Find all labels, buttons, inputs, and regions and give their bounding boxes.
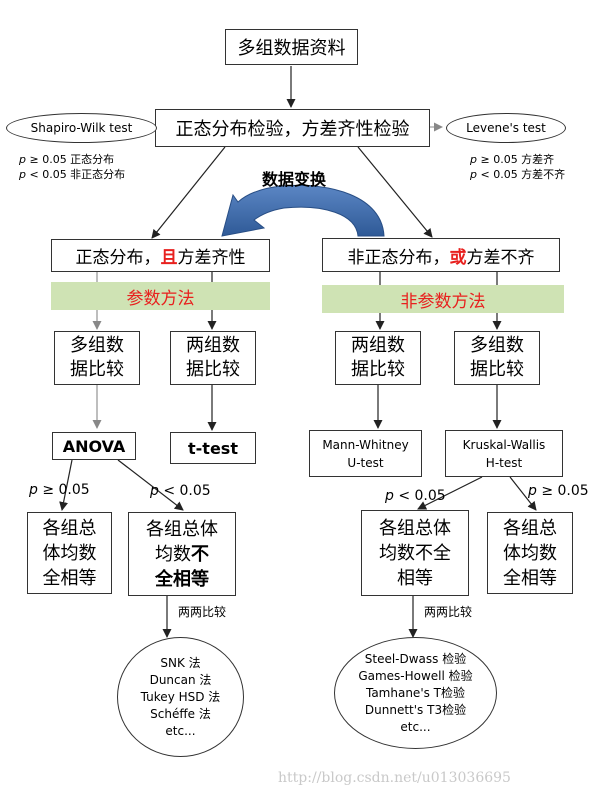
levene-label: Levene's test bbox=[466, 121, 546, 135]
left-means-equal-box: 各组总 体均数 全相等 bbox=[27, 512, 112, 594]
data-input-box: 多组数据资料 bbox=[225, 29, 358, 65]
right-pairwise-label: 两两比较 bbox=[424, 605, 473, 619]
shapiro-wilk-label: Shapiro-Wilk test bbox=[30, 121, 133, 135]
arrow-test-to-right bbox=[357, 146, 433, 238]
parametric-method-band: 参数方法 bbox=[51, 282, 270, 310]
normality-variance-test-box: 正态分布检验，方差齐性检验 bbox=[155, 109, 430, 147]
right-p-high-label: p ≥ 0.05 bbox=[528, 483, 589, 499]
levene-note-high: p ≥ 0.05 方差齐 bbox=[470, 153, 555, 166]
right-p-low-label: p < 0.05 bbox=[385, 488, 446, 504]
arrow-anova-to-unequal bbox=[117, 459, 184, 511]
left-p-low-label: p < 0.05 bbox=[150, 483, 211, 499]
or-emphasis: 或 bbox=[449, 247, 467, 268]
nonparametric-condition-box: 非正态分布，或方差不齐 bbox=[322, 238, 560, 272]
left-means-unequal-box: 各组总体 均数不 全相等 bbox=[128, 512, 236, 596]
parametric-condition-box: 正态分布，且方差齐性 bbox=[51, 239, 270, 272]
arrow-kruskal-to-unequal bbox=[417, 476, 483, 510]
shapiro-note-low: p < 0.05 非正态分布 bbox=[19, 168, 126, 181]
watermark: http://blog.csdn.net/u013036695 bbox=[278, 770, 511, 786]
ttest-box: t-test bbox=[170, 432, 256, 464]
left-multigroup-box: 多组数 据比较 bbox=[54, 331, 140, 385]
transform-curved-arrow bbox=[221, 184, 385, 237]
left-twogroup-box: 两组数 据比较 bbox=[170, 331, 256, 385]
right-means-unequal-box: 各组总体 均数不全 相等 bbox=[361, 510, 469, 596]
arrow-anova-to-equal bbox=[59, 459, 73, 511]
left-pairwise-label: 两两比较 bbox=[178, 605, 227, 619]
levene-ellipse: Levene's test bbox=[446, 113, 566, 143]
kruskal-wallis-box: Kruskal-Wallis H-test bbox=[445, 430, 563, 477]
data-transform-label: 数据变换 bbox=[262, 170, 327, 189]
test-box-label: 正态分布检验，方差齐性检验 bbox=[175, 119, 410, 140]
shapiro-note-high: p ≥ 0.05 正态分布 bbox=[19, 153, 115, 166]
nonparametric-method-band: 非参数方法 bbox=[322, 285, 564, 313]
and-emphasis: 且 bbox=[160, 248, 178, 268]
levene-note-low: p < 0.05 方差不齐 bbox=[470, 168, 566, 181]
right-means-equal-box: 各组总 体均数 全相等 bbox=[487, 512, 573, 594]
right-twogroup-box: 两组数 据比较 bbox=[335, 331, 421, 385]
anova-box: ANOVA bbox=[52, 432, 136, 460]
right-posthoc-ellipse: Steel-Dwass 检验 Games-Howell 检验 Tamhane's… bbox=[334, 637, 497, 749]
left-posthoc-ellipse: SNK 法 Duncan 法 Tukey HSD 法 Schéffe 法 etc… bbox=[117, 637, 244, 757]
left-p-high-label: p ≥ 0.05 bbox=[29, 482, 90, 498]
right-multigroup-box: 多组数 据比较 bbox=[454, 331, 540, 385]
shapiro-wilk-ellipse: Shapiro-Wilk test bbox=[6, 113, 157, 143]
arrow-kruskal-to-equal bbox=[509, 476, 537, 511]
arrow-test-to-left bbox=[151, 146, 226, 239]
data-input-label: 多组数据资料 bbox=[237, 38, 346, 59]
mann-whitney-box: Mann-Whitney U-test bbox=[309, 430, 422, 477]
